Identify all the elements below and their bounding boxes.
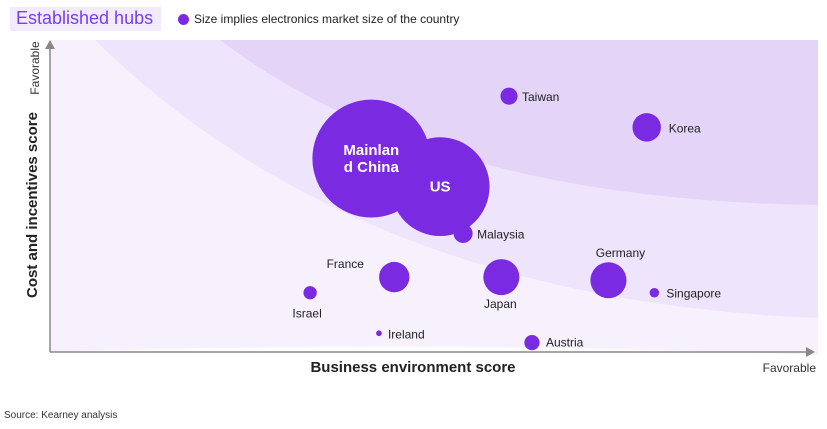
legend: Size implies electronics market size of … bbox=[178, 12, 459, 26]
label-ireland: Ireland bbox=[388, 327, 425, 341]
source-note: Source: Kearney analysis bbox=[4, 410, 118, 421]
label-taiwan: Taiwan bbox=[522, 90, 559, 104]
label-france: France bbox=[327, 257, 365, 271]
label-line: US bbox=[430, 179, 451, 196]
legend-text: Size implies electronics market size of … bbox=[194, 12, 460, 26]
label-japan: Japan bbox=[484, 297, 517, 311]
label-line: Mainlan bbox=[343, 142, 399, 159]
bubble-taiwan bbox=[500, 87, 518, 105]
zone-inner bbox=[220, 40, 818, 205]
y-axis-label: Cost and incentives score bbox=[24, 112, 41, 298]
label-us: US bbox=[430, 179, 451, 196]
label-singapore: Singapore bbox=[666, 287, 721, 301]
label-germany: Germany bbox=[596, 246, 645, 260]
bubble-malaysia bbox=[453, 223, 473, 243]
y-favorable-label: Favorable bbox=[28, 41, 42, 95]
bubble-chart: Business environment score Cost and incen… bbox=[24, 40, 818, 376]
label-israel: Israel bbox=[292, 307, 321, 321]
chart-bubbles bbox=[303, 87, 661, 351]
chart-axes: Business environment score Cost and incen… bbox=[24, 40, 816, 376]
label-malaysia: Malaysia bbox=[477, 227, 525, 241]
bubble-japan bbox=[483, 259, 520, 296]
bubble-ireland bbox=[376, 330, 382, 337]
bubble-us bbox=[390, 137, 490, 237]
bubble-france bbox=[379, 261, 410, 293]
bubble-singapore bbox=[649, 287, 660, 298]
x-favorable-label: Favorable bbox=[763, 361, 817, 375]
y-axis-arrow bbox=[45, 40, 55, 49]
legend-bubble-icon bbox=[178, 13, 189, 25]
x-axis-arrow bbox=[806, 347, 815, 357]
label-austria: Austria bbox=[546, 336, 584, 350]
bubble-korea bbox=[632, 113, 661, 142]
bubble-germany bbox=[590, 262, 627, 299]
bubble-austria bbox=[524, 335, 540, 351]
x-axis-label: Business environment score bbox=[310, 359, 515, 376]
bubble-israel bbox=[303, 286, 317, 300]
chart-title: Established hubs bbox=[10, 7, 162, 31]
label-korea: Korea bbox=[669, 121, 701, 135]
label-line: d China bbox=[344, 159, 400, 176]
